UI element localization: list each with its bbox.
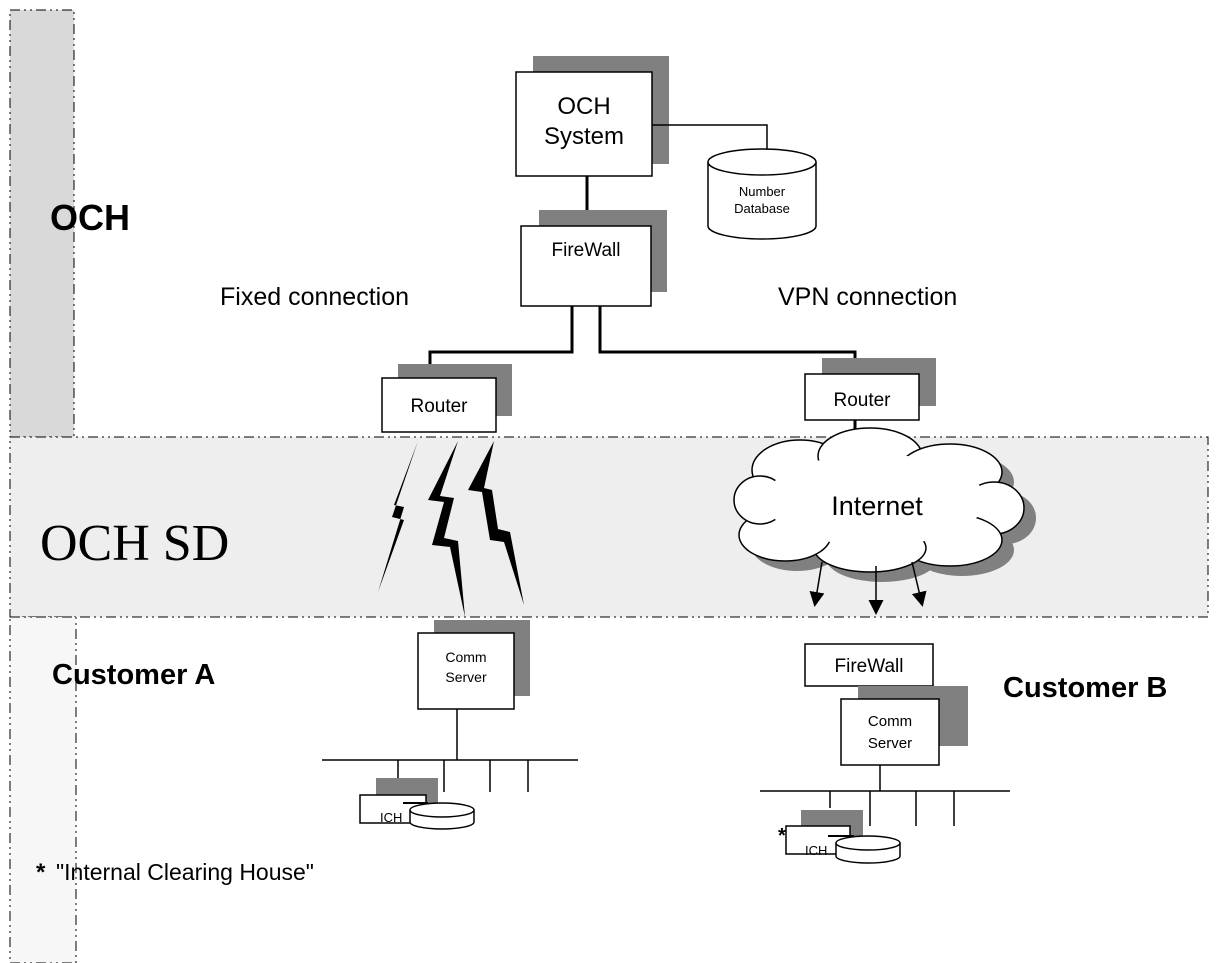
internet-cloud: Internet <box>733 427 1036 582</box>
firewall-to-router-left-link <box>428 306 574 366</box>
internet-arrow-1 <box>809 561 825 607</box>
router-left-box <box>381 377 497 433</box>
och-to-database-link <box>652 124 768 150</box>
och-system-label-line1: OCH <box>557 93 610 120</box>
router-left-label: Router <box>410 396 468 417</box>
fixed-connection-label: Fixed connection <box>220 283 409 311</box>
router-left-node: Router <box>381 364 512 433</box>
och-system-label-line2: System <box>544 123 624 150</box>
lightning-bolt-3 <box>468 441 524 605</box>
ich-b-node: * ICH <box>778 810 901 864</box>
ich-b-label: ICH <box>805 843 827 858</box>
number-database-label-line1: Number <box>739 184 786 199</box>
firewall-b-box <box>804 643 934 687</box>
internet-arrow-3 <box>911 561 927 607</box>
router-right-box <box>804 373 920 421</box>
customer-b-lan <box>760 765 1010 826</box>
router-right-node: Router <box>804 358 936 421</box>
ich-a-node: ICH <box>359 778 475 830</box>
customer-a-lan <box>322 709 578 792</box>
comm-server-b-box <box>840 698 940 766</box>
firewall-to-router-right-link <box>598 306 857 360</box>
comm-server-a-label-line1: Comm <box>445 649 486 665</box>
comm-server-b-label-line2: Server <box>868 735 912 752</box>
och-firewall-box <box>520 225 652 307</box>
ich-b-asterisk: * <box>778 825 786 847</box>
ich-a-label: ICH <box>380 810 402 825</box>
och-system-box <box>515 71 653 177</box>
customer-zone-band <box>9 616 77 963</box>
customer-b-label: Customer B <box>1003 672 1167 704</box>
och-sd-zone-label: OCH SD <box>40 515 229 572</box>
lightning-bolt-2 <box>428 441 465 617</box>
footnote-text: "Internal Clearing House" <box>56 859 314 885</box>
vpn-connection-label: VPN connection <box>778 283 957 311</box>
comm-server-b-label-line1: Comm <box>868 713 912 730</box>
och-system-node: OCH System <box>515 56 669 177</box>
och-firewall-label: FireWall <box>552 240 621 261</box>
och-zone-label: OCH <box>50 197 130 238</box>
ich-b-disk-icon <box>835 835 901 864</box>
comm-server-a-label-line2: Server <box>445 669 487 685</box>
och-firewall-node: FireWall <box>520 210 667 307</box>
internet-label: Internet <box>831 491 923 521</box>
router-right-label: Router <box>833 390 891 411</box>
ich-a-disk-icon <box>409 802 475 830</box>
comm-server-a-box <box>417 632 515 710</box>
number-database-label-line2: Database <box>734 201 790 216</box>
lightning-bolt-1 <box>378 441 418 592</box>
customer-a-label: Customer A <box>52 659 215 691</box>
och-zone-band <box>9 9 75 438</box>
number-database-icon: Number Database <box>707 148 817 240</box>
comm-server-b-node: Comm Server <box>840 686 968 766</box>
fixed-link-lightning <box>378 441 524 617</box>
firewall-b-node: FireWall <box>804 643 934 687</box>
firewall-b-label: FireWall <box>835 656 904 677</box>
footnote-marker: * <box>36 859 46 886</box>
comm-server-a-node: Comm Server <box>417 620 530 710</box>
